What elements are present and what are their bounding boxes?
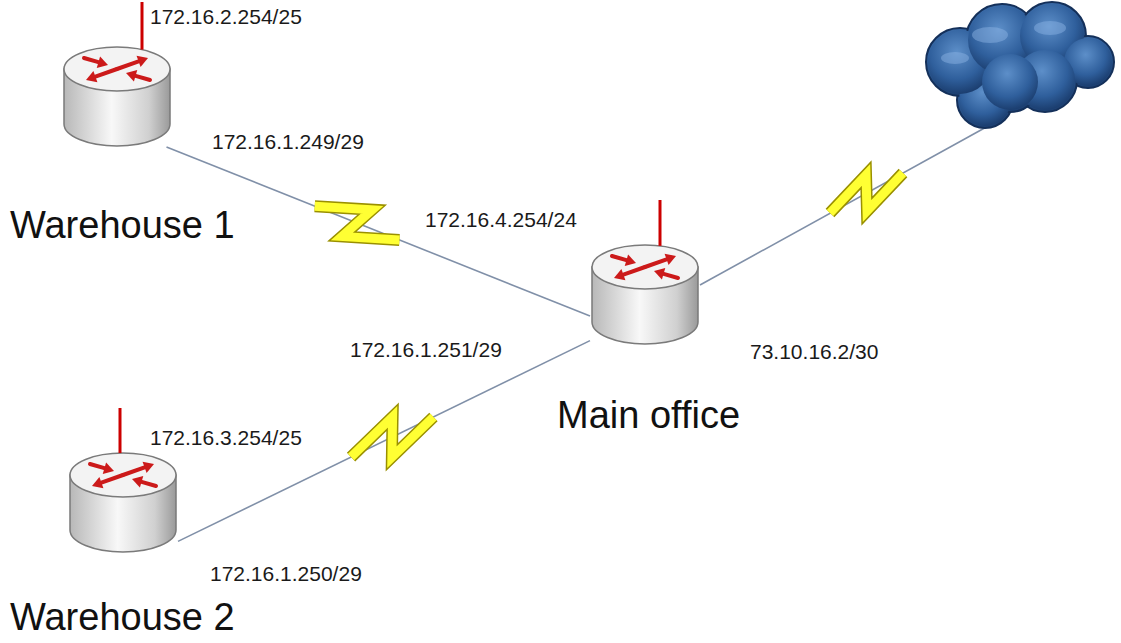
cloud-highlight bbox=[941, 21, 1066, 64]
ip-address-label: 172.16.1.249/29 bbox=[212, 130, 364, 154]
arrow-head bbox=[132, 476, 143, 488]
ip-address-label: 172.16.2.254/25 bbox=[150, 5, 302, 29]
router-name: Warehouse 2 bbox=[10, 597, 235, 639]
arrow-shaft bbox=[612, 256, 626, 260]
cloud-core bbox=[928, 4, 1112, 126]
arrow-head bbox=[86, 71, 97, 82]
router-name: Main office bbox=[557, 395, 740, 437]
ip-address-label: 172.16.4.254/24 bbox=[425, 208, 577, 232]
lan-interface-line bbox=[659, 200, 662, 246]
router-arrows bbox=[90, 462, 156, 489]
ip-address-label: 172.16.1.250/29 bbox=[210, 562, 362, 586]
lan-interface-line bbox=[141, 2, 144, 50]
arrow-head bbox=[126, 70, 137, 82]
arrow-shaft bbox=[645, 259, 667, 267]
arrow-head bbox=[103, 462, 114, 474]
arrow-head bbox=[97, 56, 108, 68]
arrow-head bbox=[143, 462, 154, 473]
serial-bolt-outline bbox=[351, 417, 433, 457]
arrow-shaft bbox=[90, 464, 104, 468]
router-name: Warehouse 1 bbox=[10, 205, 235, 247]
cloud-sheen bbox=[972, 27, 1008, 43]
arrow-shaft bbox=[136, 76, 150, 80]
arrow-shaft bbox=[123, 467, 145, 475]
arrow-shaft bbox=[95, 69, 117, 77]
arrow-shaft bbox=[142, 482, 156, 486]
router-top bbox=[64, 47, 170, 91]
router-arrows bbox=[612, 254, 678, 281]
serial-bolt bbox=[351, 417, 433, 457]
arrow-head bbox=[137, 56, 148, 67]
router-top bbox=[592, 245, 698, 289]
arrow-shaft bbox=[664, 274, 678, 278]
router-arrows bbox=[84, 56, 150, 83]
arrow-head bbox=[614, 269, 625, 280]
router-node: Main office bbox=[590, 200, 700, 345]
cloud-symbol bbox=[926, 2, 1114, 128]
serial-bolt-outline bbox=[315, 206, 400, 240]
cloud-fill bbox=[982, 54, 1038, 110]
arrow-head bbox=[92, 477, 103, 488]
cloud-sheen bbox=[1034, 21, 1066, 35]
router-top bbox=[70, 453, 176, 497]
ip-address-label: 172.16.3.254/25 bbox=[150, 426, 302, 450]
arrow-head bbox=[665, 254, 676, 265]
serial-bolt-outline bbox=[830, 173, 903, 213]
ip-address-label: 172.16.1.251/29 bbox=[350, 338, 502, 362]
serial-bolt bbox=[315, 206, 400, 240]
cloud-sheen bbox=[941, 52, 969, 64]
arrow-shaft bbox=[623, 267, 645, 275]
wan-link bbox=[700, 125, 990, 285]
lan-interface-line bbox=[119, 408, 122, 453]
serial-bolt bbox=[830, 173, 903, 213]
arrow-shaft bbox=[84, 58, 98, 62]
arrow-shaft bbox=[101, 475, 123, 483]
arrow-shaft bbox=[117, 61, 139, 69]
arrow-head bbox=[625, 254, 636, 266]
arrow-head bbox=[654, 268, 665, 280]
router-icon bbox=[590, 200, 700, 345]
ip-address-label: 73.10.16.2/30 bbox=[750, 340, 878, 364]
